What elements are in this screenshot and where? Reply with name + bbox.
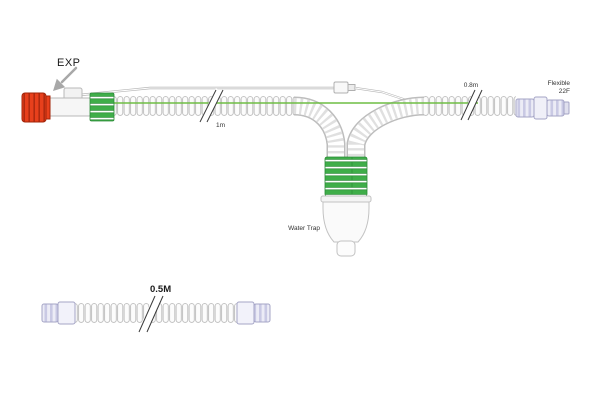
length-break-marker-05m bbox=[138, 294, 164, 334]
water-trap bbox=[320, 156, 372, 257]
corrugated-tube-left-segment bbox=[108, 96, 294, 116]
exp-red-cap bbox=[21, 92, 47, 123]
connector-collar bbox=[533, 96, 548, 120]
water-trap-branch-right bbox=[346, 96, 425, 162]
segment-08m-label: 0.8m bbox=[464, 82, 478, 89]
extension-right-tip bbox=[253, 303, 271, 323]
extension-right-collar bbox=[236, 301, 255, 325]
luer-connector-tip bbox=[347, 84, 356, 91]
connector-ribbed-cuff bbox=[515, 98, 535, 118]
exp-port-assembly bbox=[21, 87, 115, 123]
extension-corrugated-tube bbox=[74, 303, 238, 323]
exp-label: EXP bbox=[57, 57, 81, 69]
water-trap-drain-tip bbox=[336, 240, 356, 257]
luer-connector bbox=[333, 81, 349, 94]
connector-tip bbox=[546, 99, 565, 117]
flexible-label-line2: 22F bbox=[559, 88, 570, 95]
extension-left-tip bbox=[41, 303, 59, 323]
extension-tube-assembly bbox=[41, 301, 271, 325]
extension-left-collar bbox=[57, 301, 76, 325]
segment-1m-label: 1m bbox=[216, 122, 225, 129]
length-break-marker-1m bbox=[199, 88, 224, 124]
flexible-label-line1: Flexible bbox=[548, 80, 571, 87]
water-trap-branch-left bbox=[293, 96, 346, 162]
extension-length-label: 0.5M bbox=[150, 284, 171, 295]
exp-direction-arrow bbox=[53, 66, 78, 91]
water-trap-cup bbox=[322, 201, 370, 243]
length-break-marker-08m bbox=[460, 88, 483, 122]
water-trap-green-connector bbox=[324, 156, 368, 197]
water-trap-lip bbox=[320, 195, 372, 203]
water-trap-label: Water Trap bbox=[288, 225, 320, 232]
green-cuff-connector bbox=[89, 92, 115, 122]
connector-end-cap bbox=[563, 101, 570, 115]
exp-connector-body bbox=[45, 97, 93, 117]
flexible-22f-connector bbox=[515, 96, 570, 120]
